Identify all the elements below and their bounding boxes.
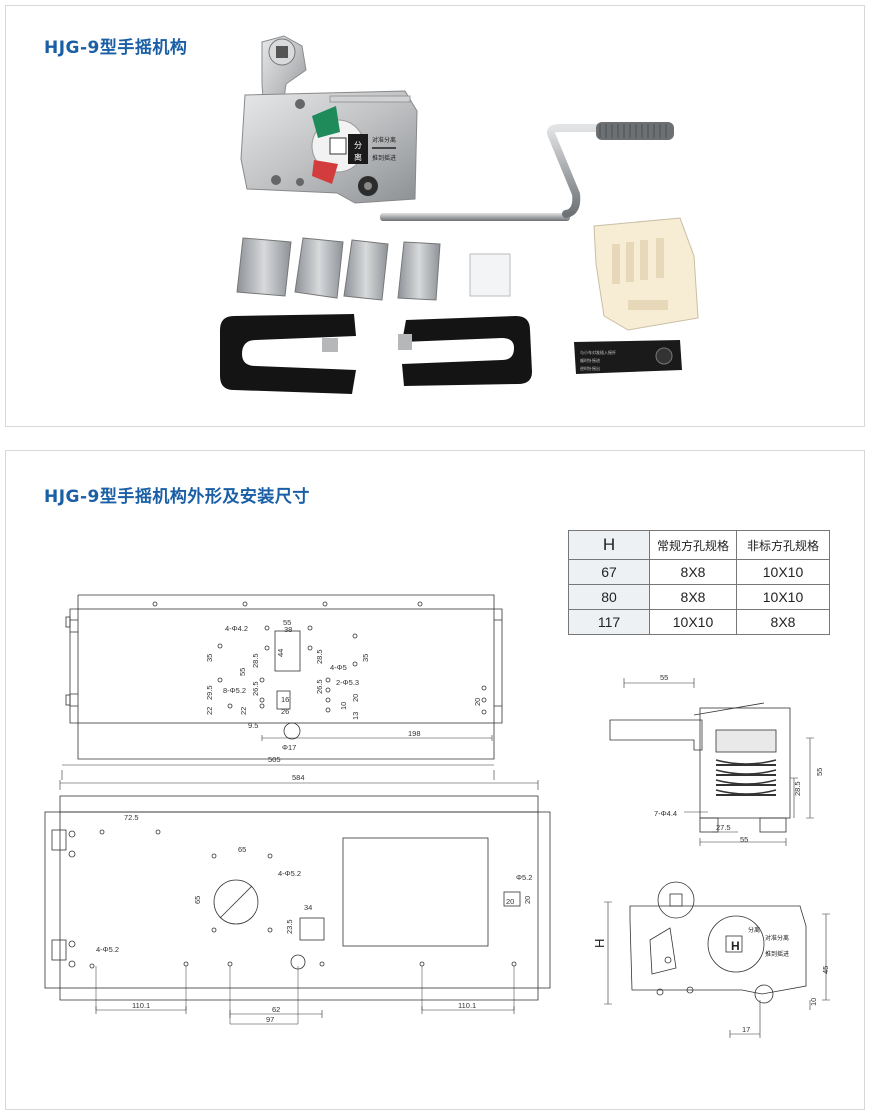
dim-label: 72.5 — [124, 813, 139, 822]
spec-table-header: H 常规方孔规格 非标方孔规格 — [568, 530, 830, 560]
dim-label: 16 — [281, 695, 289, 704]
dim-label: 38 — [284, 625, 292, 634]
dim-label: 55 — [660, 673, 668, 682]
spec-header-standard: 常规方孔规格 — [649, 530, 737, 560]
dim-label: 4-Φ5.2 — [278, 869, 301, 878]
spec-cell: 10X10 — [736, 559, 830, 585]
svg-text:离: 离 — [354, 152, 362, 162]
dim-label: 62 — [272, 1005, 280, 1014]
dim-label: 35 — [205, 654, 214, 662]
product-title: HJG-9型手摇机构 — [44, 38, 188, 58]
svg-text:对准分离: 对准分离 — [372, 136, 396, 144]
dim-label: 110.1 — [132, 1001, 150, 1010]
drawing-title: HJG-9型手摇机构外形及安装尺寸 — [44, 487, 310, 507]
dim-label: 13 — [351, 712, 360, 720]
black-u-brackets: 与小车对准插入摇杆 顺时针摇进 逆时针摇出 — [220, 314, 682, 394]
spec-header-h: H — [568, 530, 650, 560]
spec-cell: 8X8 — [649, 559, 737, 585]
dim-label: 65 — [193, 896, 202, 904]
spec-table-row: 80 8X8 10X10 — [568, 584, 830, 610]
crank-mechanism: 分 离 对准分离 推到摇进 — [240, 35, 418, 204]
dim-label: 65 — [238, 845, 246, 854]
dim-label: 20 — [473, 698, 482, 706]
dim-label: 20 — [351, 694, 360, 702]
dim-label: 8-Φ5.2 — [223, 686, 246, 695]
dim-label: 55 — [238, 668, 247, 676]
dim-label: 26.5 — [251, 681, 260, 696]
spec-cell: 10X10 — [649, 609, 737, 635]
dim-label: 55 — [283, 618, 291, 627]
dim-label: 26.5 — [315, 679, 324, 694]
dim-label: 55 — [815, 768, 824, 776]
dim-label: 10 — [809, 998, 818, 1006]
dim-label: 23.5 — [285, 919, 294, 934]
dim-label: 198 — [408, 729, 421, 738]
dim-label: 584 — [292, 773, 305, 782]
dim-label: 27.5 — [716, 823, 731, 832]
dim-label: 9.5 — [248, 721, 258, 730]
label-push: 推到摇进 — [765, 950, 789, 958]
svg-text:推到摇进: 推到摇进 — [372, 154, 396, 162]
dim-label: 97 — [266, 1015, 274, 1024]
dim-label: H — [592, 939, 607, 948]
svg-text:顺时针摇进: 顺时针摇进 — [580, 357, 600, 363]
dim-label: 4-Φ5.2 — [96, 945, 119, 954]
dim-label: 20 — [506, 897, 514, 906]
spec-table-row: 117 10X10 8X8 — [568, 609, 830, 635]
dim-label: 22 — [205, 707, 214, 715]
dim-label: 10 — [339, 702, 348, 710]
svg-text:逆时针摇出: 逆时针摇出 — [580, 365, 600, 371]
dim-label: 44 — [276, 649, 285, 657]
label-separate: 分离 — [748, 926, 760, 934]
spec-header-nonstandard: 非标方孔规格 — [736, 530, 830, 560]
h-mark: H — [731, 939, 740, 953]
spec-cell: 8X8 — [736, 609, 830, 635]
dim-label: 55 — [740, 835, 748, 844]
label-align: 对准分离 — [765, 934, 789, 942]
dim-label: 28.5 — [251, 653, 260, 668]
crank-handle — [380, 122, 674, 221]
dim-label: 505 — [268, 755, 281, 764]
spec-table-row: 67 8X8 10X10 — [568, 559, 830, 585]
plastic-guide-block — [593, 217, 699, 331]
spec-cell: 10X10 — [736, 584, 830, 610]
dim-label: 22 — [239, 707, 248, 715]
dim-label: 26 — [281, 707, 289, 716]
dim-label: 34 — [304, 903, 312, 912]
dim-label: 28.5 — [315, 649, 324, 664]
dim-label: 4-Φ5 — [330, 663, 347, 672]
svg-text:与小车对准插入摇杆: 与小车对准插入摇杆 — [580, 349, 616, 355]
dim-label: 4-Φ4.2 — [225, 624, 248, 633]
dim-label: 110.1 — [458, 1001, 476, 1010]
dim-label: 35 — [361, 654, 370, 662]
dim-label: 17 — [742, 1025, 750, 1034]
product-photo: 分 离 对准分离 推到摇进 与小车对准插入摇杆 顺时针摇进 — [220, 35, 699, 394]
mounting-plates — [236, 237, 511, 301]
dim-label: 20 — [523, 896, 532, 904]
spec-cell: 117 — [568, 609, 650, 635]
dim-label: 45 — [821, 966, 830, 974]
dim-label: Φ17 — [282, 743, 296, 752]
dim-label: 29.5 — [205, 685, 214, 700]
spec-cell: 8X8 — [649, 584, 737, 610]
dim-label: 28.5 — [793, 781, 802, 796]
svg-text:分: 分 — [354, 141, 362, 150]
spec-table: H 常规方孔规格 非标方孔规格 67 8X8 10X10 80 8X8 10X1… — [568, 530, 830, 635]
dim-label: 2-Φ5.3 — [336, 678, 359, 687]
dim-label: 7-Φ4.4 — [654, 809, 677, 818]
dim-label: Φ5.2 — [516, 873, 532, 882]
